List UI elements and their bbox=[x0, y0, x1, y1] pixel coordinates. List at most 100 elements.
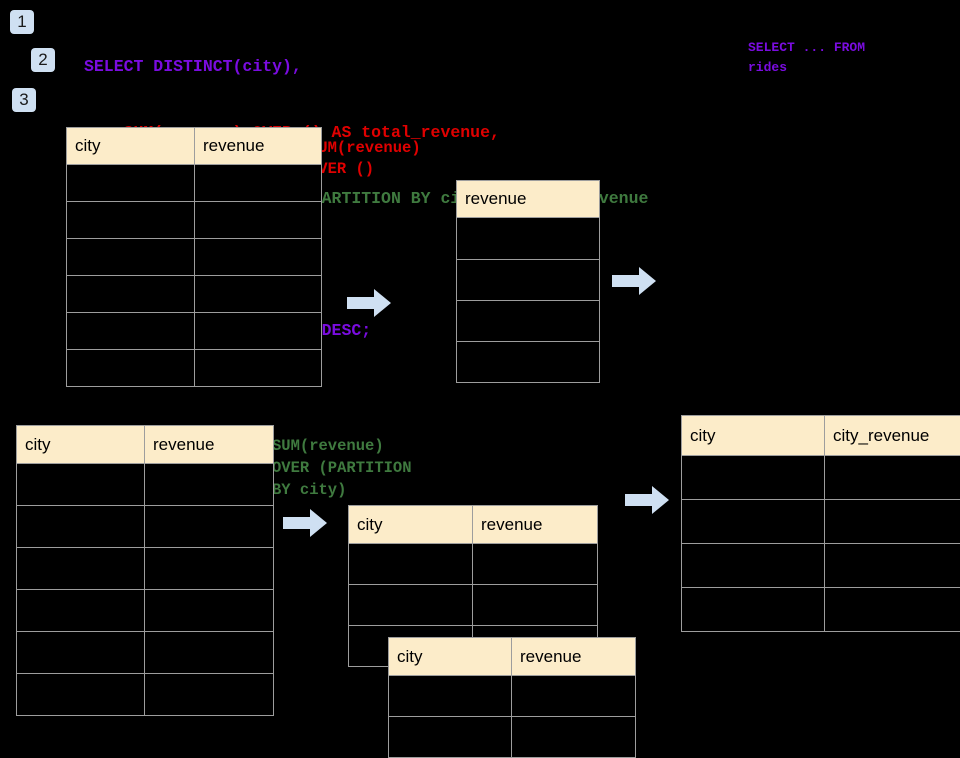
table-cell bbox=[825, 588, 960, 632]
table-cell bbox=[195, 165, 322, 202]
table-row bbox=[457, 342, 600, 383]
table-cell bbox=[17, 464, 145, 506]
table-row bbox=[67, 313, 322, 350]
column-header-revenue: revenue bbox=[195, 128, 322, 165]
annotation-sum-over-empty: SUM(revenue) OVER () bbox=[309, 138, 421, 180]
column-header-city: city bbox=[67, 128, 195, 165]
table-cell bbox=[17, 506, 145, 548]
table-row bbox=[67, 276, 322, 313]
table-cell bbox=[145, 464, 274, 506]
table-cell bbox=[682, 456, 825, 500]
table-cell bbox=[457, 301, 600, 342]
table-header-row: city revenue bbox=[349, 506, 598, 544]
table-cell bbox=[67, 313, 195, 350]
table-cell bbox=[457, 342, 600, 383]
table-cell bbox=[17, 674, 145, 716]
annotation-select-from-rides: SELECT ... FROM rides bbox=[748, 38, 865, 78]
table-row bbox=[67, 165, 322, 202]
table-row bbox=[389, 676, 636, 717]
table-cell bbox=[195, 313, 322, 350]
table-cell bbox=[145, 590, 274, 632]
table-cell bbox=[145, 674, 274, 716]
table-cell bbox=[457, 218, 600, 260]
table-row bbox=[682, 500, 960, 544]
column-header-city: city bbox=[389, 638, 512, 676]
total-revenue-table: revenue bbox=[456, 180, 600, 383]
table-cell bbox=[195, 276, 322, 313]
table-cell bbox=[457, 260, 600, 301]
column-header-city: city bbox=[682, 416, 825, 456]
arrow-top-left-icon bbox=[347, 288, 391, 318]
arrow-bottom-right-icon bbox=[625, 485, 669, 515]
table-cell bbox=[145, 506, 274, 548]
table-header-row: city revenue bbox=[17, 426, 274, 464]
table-row bbox=[67, 239, 322, 276]
table-row bbox=[349, 544, 598, 585]
table-row bbox=[457, 260, 600, 301]
table-row bbox=[389, 717, 636, 758]
table-row bbox=[17, 674, 274, 716]
arrow-bottom-left-icon bbox=[283, 508, 327, 538]
table-cell bbox=[349, 585, 473, 626]
source-table-top: city revenue bbox=[66, 127, 322, 387]
column-header-city-revenue: city_revenue bbox=[825, 416, 960, 456]
table-header-row: city revenue bbox=[389, 638, 636, 676]
table-header-row: city revenue bbox=[67, 128, 322, 165]
table-cell bbox=[473, 585, 598, 626]
table-row bbox=[682, 456, 960, 500]
arrow-top-right-icon bbox=[612, 266, 656, 296]
table-row bbox=[17, 632, 274, 674]
table-cell bbox=[389, 717, 512, 758]
table-cell bbox=[349, 544, 473, 585]
table-row bbox=[17, 548, 274, 590]
partition-table-2: city revenue bbox=[388, 637, 636, 758]
table-row bbox=[682, 544, 960, 588]
table-header-row: city city_revenue bbox=[682, 416, 960, 456]
annotation-sum-over-partition: SUM(revenue) OVER (PARTITION BY city) bbox=[272, 435, 412, 501]
table-cell bbox=[67, 165, 195, 202]
table-cell bbox=[67, 202, 195, 239]
table-cell bbox=[682, 500, 825, 544]
table-cell bbox=[145, 548, 274, 590]
source-table-bottom: city revenue bbox=[16, 425, 274, 716]
table-cell bbox=[512, 676, 636, 717]
table-cell bbox=[682, 588, 825, 632]
table-row bbox=[67, 202, 322, 239]
table-row bbox=[17, 506, 274, 548]
table-cell bbox=[17, 632, 145, 674]
table-row bbox=[682, 588, 960, 632]
table-row bbox=[67, 350, 322, 387]
column-header-revenue: revenue bbox=[512, 638, 636, 676]
table-cell bbox=[17, 590, 145, 632]
table-cell bbox=[145, 632, 274, 674]
column-header-revenue: revenue bbox=[145, 426, 274, 464]
table-cell bbox=[67, 239, 195, 276]
step-badge-1: 1 bbox=[10, 10, 34, 34]
table-row bbox=[17, 590, 274, 632]
table-row bbox=[17, 464, 274, 506]
column-header-revenue: revenue bbox=[457, 181, 600, 218]
table-cell bbox=[389, 676, 512, 717]
table-header-row: revenue bbox=[457, 181, 600, 218]
sql-line-1: SELECT DISTINCT(city), bbox=[84, 56, 648, 78]
table-cell bbox=[195, 202, 322, 239]
step-badge-2: 2 bbox=[31, 48, 55, 72]
table-cell bbox=[195, 239, 322, 276]
table-cell bbox=[67, 276, 195, 313]
step-badge-3: 3 bbox=[12, 88, 36, 112]
table-cell bbox=[473, 544, 598, 585]
column-header-city: city bbox=[17, 426, 145, 464]
table-row bbox=[349, 585, 598, 626]
table-row bbox=[457, 301, 600, 342]
table-cell bbox=[825, 544, 960, 588]
table-cell bbox=[67, 350, 195, 387]
table-cell bbox=[682, 544, 825, 588]
diagram-canvas: 1 2 3 SELECT DISTINCT(city), SUM(revenue… bbox=[0, 0, 960, 720]
table-cell bbox=[195, 350, 322, 387]
table-cell bbox=[512, 717, 636, 758]
table-cell bbox=[825, 500, 960, 544]
column-header-city: city bbox=[349, 506, 473, 544]
result-table: city city_revenue bbox=[681, 415, 960, 632]
table-row bbox=[457, 218, 600, 260]
column-header-revenue: revenue bbox=[473, 506, 598, 544]
